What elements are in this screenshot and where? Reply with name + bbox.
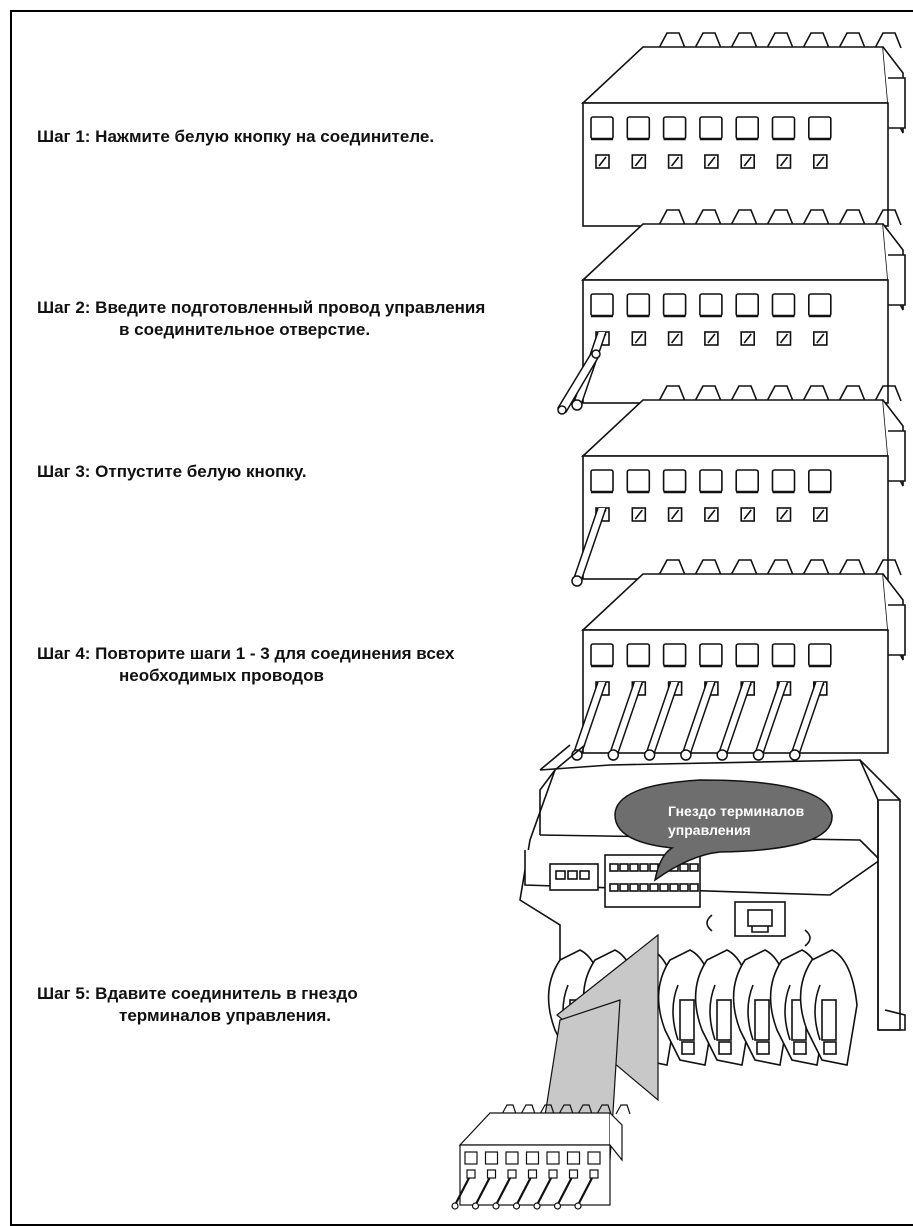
callout-label: Гнездо терминалов управления xyxy=(668,803,805,838)
step-4-text: Шаг 4: Повторите шаги 1 - 3 для соединен… xyxy=(37,644,455,685)
loose-wire xyxy=(556,349,601,415)
fin xyxy=(799,949,858,1066)
small-connector xyxy=(451,1104,631,1210)
wires xyxy=(571,507,607,587)
connectors-layer xyxy=(556,32,906,761)
connector-step-1 xyxy=(580,32,906,227)
step-5-text: Шаг 5: Вдавите соединитель в гнездо терм… xyxy=(37,984,358,1025)
connector-step-4 xyxy=(571,559,906,761)
step-1-text: Шаг 1: Нажмите белую кнопку на соедините… xyxy=(37,127,435,146)
connector-step-2 xyxy=(571,209,906,411)
step-3-text: Шаг 3: Отпустите белую кнопку. xyxy=(37,462,307,481)
connector-step-3 xyxy=(571,385,906,587)
step-2-text: Шаг 2: Введите подготовленный провод упр… xyxy=(37,298,486,339)
